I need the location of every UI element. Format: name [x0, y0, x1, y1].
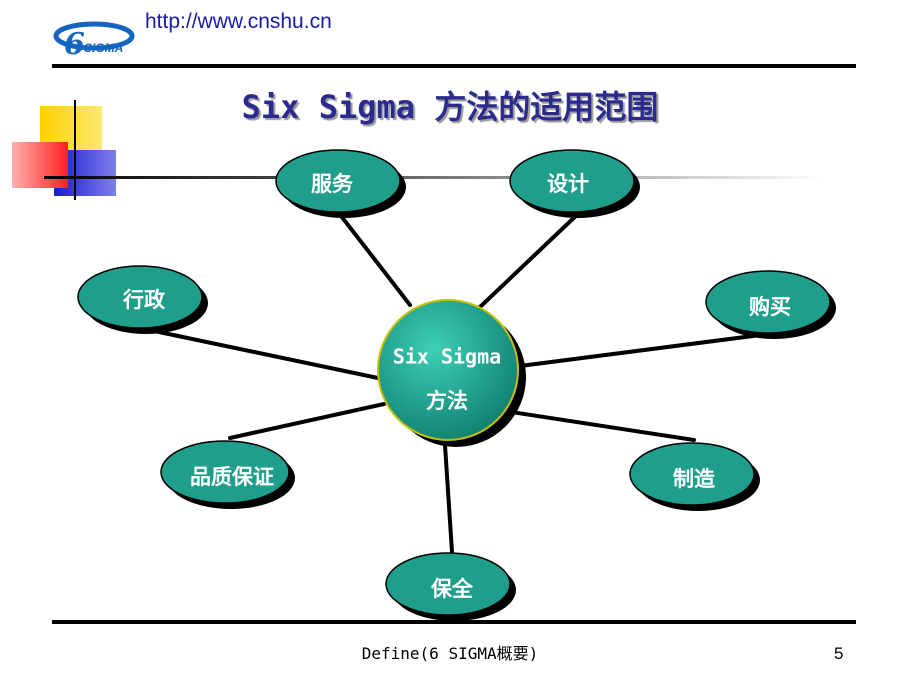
slide-title: Six Sigma 方法的适用范围 [241, 88, 659, 126]
page-number: 5 [834, 644, 844, 663]
center-node: Six Sigma 方法 [377, 299, 526, 447]
spoke-goumai [518, 331, 778, 368]
node-sheji: 设计 [509, 149, 640, 218]
deco-vertical-line [74, 100, 76, 200]
footer-text: Define(6 SIGMA概要) [361, 644, 539, 663]
spokes [138, 210, 778, 554]
svg-text:6: 6 [64, 27, 85, 60]
node-baoquan: 保全 [385, 552, 516, 621]
spoke-zhizao [496, 408, 696, 442]
node-label: 行政 [122, 288, 166, 312]
node-zhizao: 制造 [629, 442, 760, 511]
spoke-baoquan [442, 428, 454, 554]
node-label: 保全 [430, 577, 474, 601]
node-pinzhi: 品质保证 [160, 440, 295, 509]
spoke-xingzheng [138, 326, 380, 380]
header-rule [52, 64, 856, 68]
node-xingzheng: 行政 [77, 265, 208, 334]
node-fuwu: 服务 [275, 149, 406, 218]
node-label: 设计 [547, 172, 589, 196]
header-url[interactable]: http://www.cnshu.cn [145, 10, 332, 33]
node-label: 品质保证 [190, 465, 274, 489]
deco-red-square [12, 142, 68, 188]
node-label: 服务 [311, 172, 354, 196]
node-label: 制造 [673, 467, 716, 491]
spoke-fuwu [336, 210, 412, 307]
node-goumai: 购买 [705, 270, 836, 339]
node-label: 购买 [749, 295, 791, 319]
center-label-line2: 方法 [426, 389, 468, 413]
deco-horizontal-line [44, 176, 824, 179]
logo-text: SIGMA [84, 41, 123, 55]
spoke-sheji [478, 210, 582, 309]
footer-rule [52, 620, 856, 624]
spoke-pinzhi [228, 402, 386, 440]
center-label-line1: Six Sigma [393, 345, 501, 369]
sigma-logo: 6 SIGMA [53, 21, 135, 60]
